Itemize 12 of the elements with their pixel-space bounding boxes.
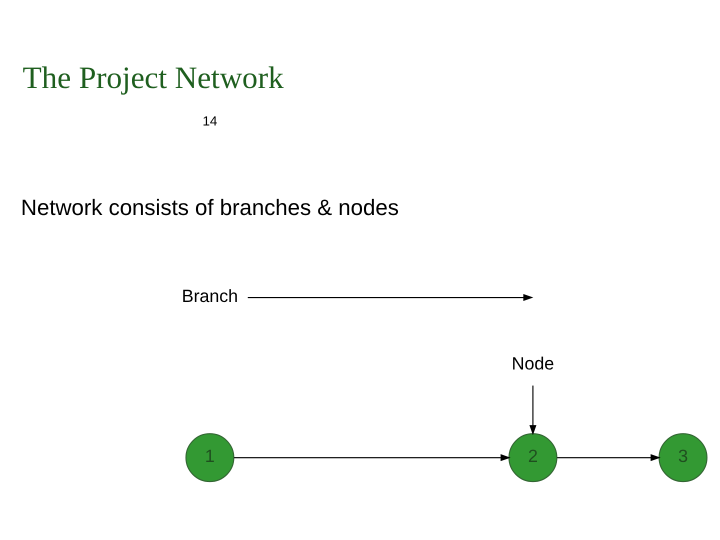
node-circle: 2 xyxy=(508,433,558,482)
label: 14 xyxy=(202,113,218,128)
node-text: Branch xyxy=(182,286,238,306)
arrow xyxy=(557,454,661,462)
arrow xyxy=(234,454,511,462)
node-text: Node xyxy=(512,354,554,374)
arrow xyxy=(248,294,534,302)
arrow xyxy=(529,386,536,436)
diagram-title: The Project Network xyxy=(22,60,284,95)
node-circle: 1 xyxy=(185,433,234,482)
node-circle: 3 xyxy=(658,433,708,482)
label: Network consists of branches & nodes xyxy=(20,195,399,220)
